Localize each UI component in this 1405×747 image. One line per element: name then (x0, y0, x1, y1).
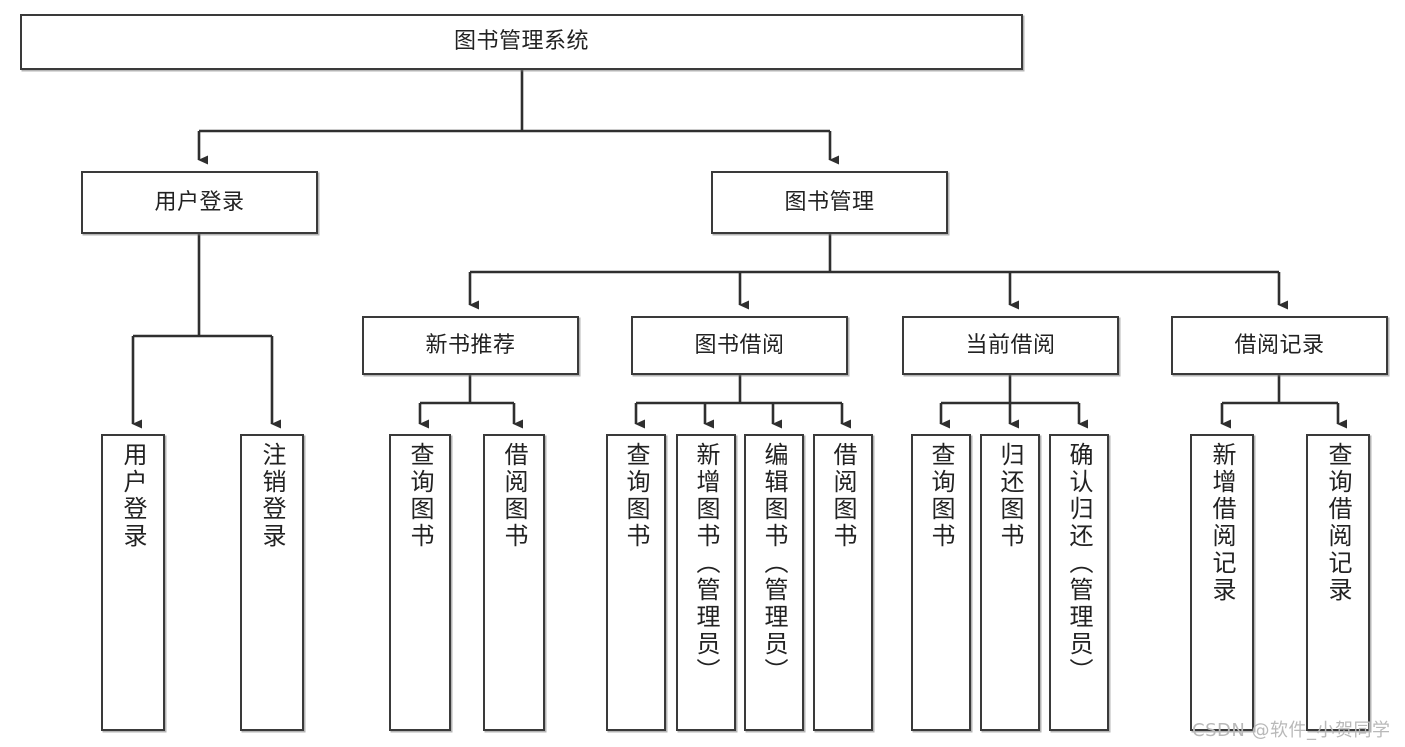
node-book-management-label: 图书管理 (784, 189, 875, 215)
node-leaf-user-logout[interactable]: 注销登录 (240, 434, 304, 731)
node-leaf-borrow-book-2[interactable]: 借阅图书 (813, 434, 873, 731)
node-leaf-confirm-return-label: 确认归还（管理员） (1065, 442, 1093, 685)
node-leaf-query-record-label: 查询借阅记录 (1324, 442, 1352, 604)
node-new-book-recommend[interactable]: 新书推荐 (362, 316, 579, 375)
node-leaf-add-book[interactable]: 新增图书（管理员） (676, 434, 736, 731)
node-borrow-record-label: 借阅记录 (1234, 332, 1325, 358)
node-leaf-user-login[interactable]: 用户登录 (101, 434, 165, 731)
node-borrow-record[interactable]: 借阅记录 (1171, 316, 1388, 375)
node-root[interactable]: 图书管理系统 (20, 14, 1023, 70)
node-leaf-return-book-label: 归还图书 (996, 442, 1024, 550)
node-leaf-add-record-label: 新增借阅记录 (1208, 442, 1236, 604)
node-leaf-query-book-1-label: 查询图书 (406, 442, 434, 550)
node-leaf-query-book-1[interactable]: 查询图书 (389, 434, 451, 731)
node-leaf-edit-book-label: 编辑图书（管理员） (760, 442, 788, 685)
node-leaf-add-book-label: 新增图书（管理员） (692, 442, 720, 685)
node-leaf-add-record[interactable]: 新增借阅记录 (1190, 434, 1254, 731)
node-book-management[interactable]: 图书管理 (711, 171, 948, 234)
node-leaf-return-book[interactable]: 归还图书 (980, 434, 1040, 731)
node-leaf-query-book-2-label: 查询图书 (622, 442, 650, 550)
node-leaf-user-login-label: 用户登录 (119, 442, 147, 550)
node-leaf-user-logout-label: 注销登录 (258, 442, 286, 550)
node-book-borrow[interactable]: 图书借阅 (631, 316, 848, 375)
node-new-book-recommend-label: 新书推荐 (425, 332, 516, 358)
node-root-label: 图书管理系统 (453, 29, 589, 55)
node-current-borrow-label: 当前借阅 (965, 332, 1056, 358)
node-leaf-query-book-2[interactable]: 查询图书 (606, 434, 666, 731)
node-leaf-borrow-book-1[interactable]: 借阅图书 (483, 434, 545, 731)
node-leaf-borrow-book-2-label: 借阅图书 (829, 442, 857, 550)
node-leaf-borrow-book-1-label: 借阅图书 (500, 442, 528, 550)
node-leaf-query-record[interactable]: 查询借阅记录 (1306, 434, 1370, 731)
node-leaf-edit-book[interactable]: 编辑图书（管理员） (744, 434, 804, 731)
node-leaf-query-book-3[interactable]: 查询图书 (911, 434, 971, 731)
node-book-borrow-label: 图书借阅 (694, 332, 785, 358)
node-user-login-label: 用户登录 (154, 189, 245, 215)
watermark-csdn: CSDN @软件_小贺同学 (1192, 720, 1391, 741)
node-user-login[interactable]: 用户登录 (81, 171, 318, 234)
node-leaf-query-book-3-label: 查询图书 (927, 442, 955, 550)
node-current-borrow[interactable]: 当前借阅 (902, 316, 1119, 375)
node-leaf-confirm-return[interactable]: 确认归还（管理员） (1049, 434, 1109, 731)
